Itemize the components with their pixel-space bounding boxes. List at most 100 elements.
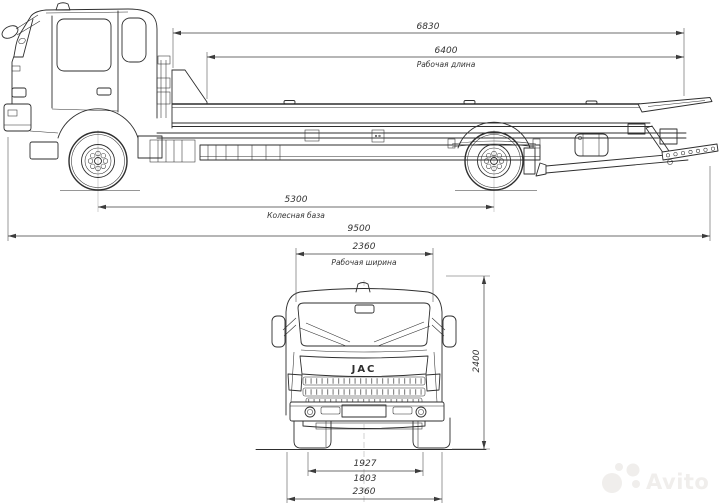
- beavertail-line: [647, 100, 706, 107]
- bolt: [374, 134, 378, 138]
- dim-overall-length-value: 9500: [348, 224, 371, 234]
- cab-front: JAC: [271, 282, 457, 422]
- beavertail: [637, 97, 713, 113]
- front-bumper: [289, 401, 445, 422]
- door-bottom-seam: [51, 108, 119, 112]
- beacon-front-icon: [355, 282, 371, 293]
- dim-working-width-label: Рабочая ширина: [331, 258, 397, 267]
- rack-box-low: [156, 91, 171, 105]
- dim-wheelbase-label: Колесная база: [267, 211, 325, 220]
- boom-foot: [535, 162, 547, 177]
- quarter-window: [121, 17, 147, 63]
- rear-wheel-side: [464, 131, 524, 191]
- avito-logo-circle-large: [602, 473, 622, 493]
- crossbar-holes: [666, 146, 715, 158]
- safety-hook: [667, 159, 673, 165]
- side-mirror: [1, 25, 19, 39]
- license-plate: [341, 404, 387, 418]
- dimension-platform-length: 6830: [172, 22, 685, 96]
- right-wiper: [373, 321, 431, 347]
- headlight-side: [11, 87, 27, 98]
- front-tires: [293, 417, 451, 449]
- tie-down-hook: [463, 100, 476, 105]
- avito-logo-circle-tiny: [615, 463, 623, 471]
- left-mirror-head: [271, 315, 286, 348]
- front-wheel-arch: [57, 108, 139, 139]
- left-wiper: [299, 322, 351, 347]
- truck-side-view: 6830 6400 Рабочая длина 5300 Колесная ба…: [1, 2, 719, 241]
- door-window: [56, 18, 112, 72]
- frame-bracket: [371, 129, 385, 143]
- subframe-ribs: [207, 145, 281, 160]
- dimension-track-widths: 1927 1803: [307, 452, 424, 484]
- dim-rear-track-value: 1803: [354, 474, 377, 484]
- rack-box-top: [157, 55, 171, 65]
- spring-shackle: [532, 138, 541, 149]
- dim-platform-length-value: 6830: [417, 22, 440, 32]
- avito-watermark: Avito: [602, 463, 709, 494]
- left-fog-lamp: [304, 406, 316, 418]
- avito-logo-circle-medium: [626, 463, 640, 477]
- spring-shackle: [447, 138, 456, 149]
- beacon-icon: [55, 2, 71, 11]
- windshield-line: [13, 18, 34, 58]
- avito-logo-circle-small: [632, 480, 640, 488]
- interior-mirror: [354, 304, 375, 314]
- door-handle: [96, 87, 112, 96]
- dimension-working-length: 6400 Рабочая длина: [206, 46, 684, 99]
- mirror-arm: [15, 14, 41, 36]
- tie-down-hook: [283, 100, 296, 105]
- dim-overall-height-value: 2400: [472, 349, 482, 372]
- grille-panel: [299, 355, 429, 377]
- cab-step: [29, 141, 59, 160]
- left-headlight: [287, 373, 303, 392]
- chassis-cluster: [149, 139, 196, 163]
- dimension-overall-height: 2400: [446, 275, 490, 450]
- dimension-wheelbase: 5300 Колесная база: [98, 195, 494, 220]
- dim-front-track-value: 1927: [354, 459, 377, 469]
- headboard: [171, 69, 208, 105]
- avito-watermark-text: Avito: [646, 470, 709, 494]
- right-fog-lamp: [415, 406, 427, 418]
- dimension-working-width: 2360 Рабочая ширина: [295, 242, 434, 302]
- valance: [302, 420, 426, 429]
- underlift-boom: [535, 123, 719, 177]
- windshield-front: [297, 302, 431, 347]
- fog-lamp-side: [7, 109, 18, 117]
- boom-pivot: [659, 128, 678, 145]
- dim-wheelbase-value: 5300: [285, 195, 308, 205]
- cab-side: [1, 2, 163, 160]
- right-mirror-head: [442, 315, 457, 348]
- left-tire: [293, 417, 332, 449]
- mudflap: [523, 147, 536, 175]
- wide-angle-mirror: [18, 37, 26, 45]
- right-tire: [412, 417, 451, 449]
- flatbed-platform: [171, 69, 713, 129]
- fuel-cap: [578, 136, 582, 140]
- boom-mount: [627, 123, 646, 135]
- right-headlight: [425, 373, 441, 392]
- tie-down-hook: [585, 100, 598, 105]
- front-wheel-side: [68, 131, 128, 191]
- dim-working-length-label: Рабочая длина: [417, 60, 476, 69]
- dimension-overall-length: 9500: [7, 137, 711, 241]
- dim-working-width-value: 2360: [353, 242, 376, 252]
- rocker-line: [29, 130, 59, 134]
- dim-working-length-value: 6400: [435, 46, 458, 56]
- dim-overall-width-value: 2360: [353, 487, 376, 497]
- truck-front-view: JAC: [255, 242, 490, 503]
- tank-straps: [582, 134, 600, 156]
- subframe-rail: [199, 144, 541, 161]
- bumper-vent-left: [320, 406, 341, 415]
- frame-hanger: [304, 129, 320, 142]
- grille-badge: JAC: [351, 364, 377, 375]
- lift-crossbar: [661, 143, 719, 161]
- dimension-overall-width: 2360: [286, 452, 443, 503]
- cab-outline: [8, 8, 158, 119]
- exhaust-stack: [160, 60, 167, 118]
- cluster-ribs: [157, 140, 183, 162]
- front-bumper-side: [3, 103, 32, 132]
- bumper-vent-right: [392, 406, 413, 415]
